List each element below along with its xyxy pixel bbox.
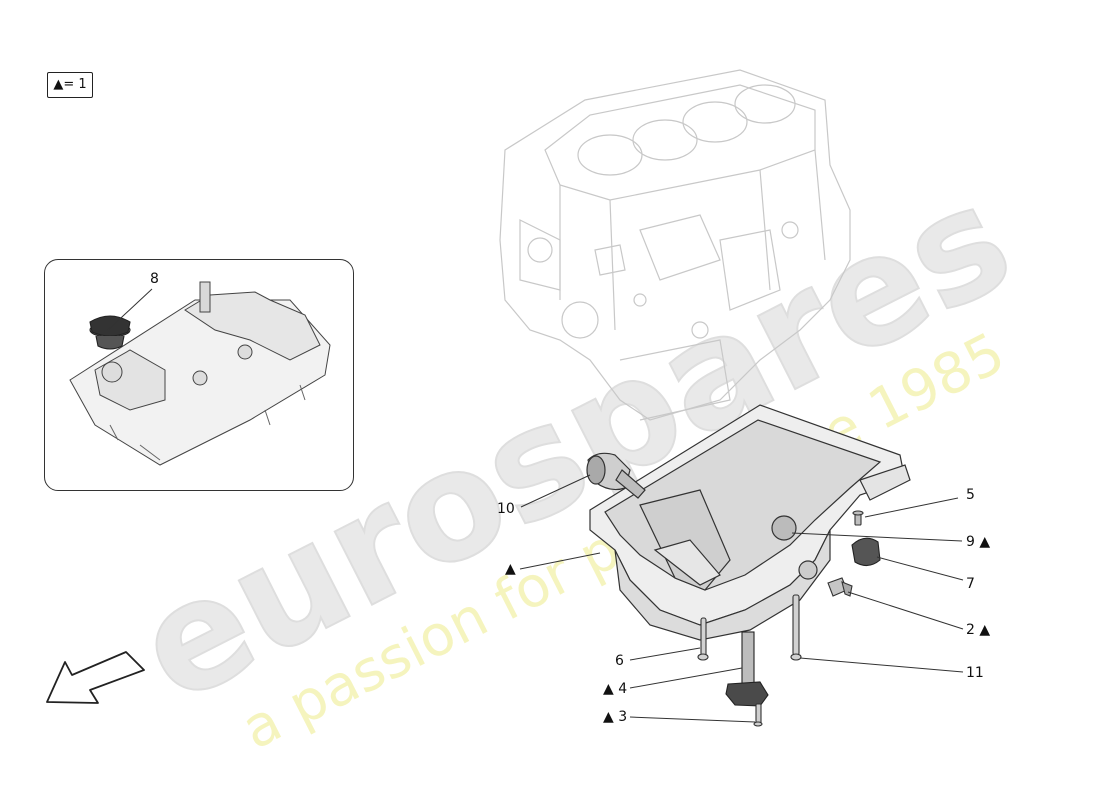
engine-block-outline xyxy=(499,69,851,421)
leader-7 xyxy=(876,556,964,581)
direction-arrow xyxy=(46,651,145,704)
callout-10: 10 xyxy=(497,501,515,517)
part-3 xyxy=(753,703,763,727)
callout-7: 7 xyxy=(966,576,975,592)
callout-8: 8 xyxy=(150,271,159,287)
callout-5: 5 xyxy=(966,487,975,503)
callout-2-number: 2 xyxy=(966,622,975,638)
part-7 xyxy=(851,537,881,567)
leader-3 xyxy=(629,716,756,723)
leader-5 xyxy=(864,497,959,518)
part-10 xyxy=(586,452,646,499)
callout-3-triangle: ▲ xyxy=(603,709,614,725)
callout-2: 2 ▲ xyxy=(966,622,990,638)
callout-4-number: 4 xyxy=(618,681,628,697)
leader-11 xyxy=(799,657,964,673)
leader-6 xyxy=(629,647,701,661)
part-11 xyxy=(790,594,802,661)
part-4 xyxy=(725,631,769,707)
part-6 xyxy=(697,617,709,661)
legend-text: = 1 xyxy=(63,77,87,92)
callout-6: 6 xyxy=(615,653,624,669)
callout-4-triangle: ▲ xyxy=(603,681,614,697)
callout-3-number: 3 xyxy=(618,709,628,725)
callout-9: 9 ▲ xyxy=(966,534,990,550)
callout-3: ▲ 3 xyxy=(603,709,627,725)
callout-triangle-sump: ▲ xyxy=(505,561,516,577)
leader-9 xyxy=(791,532,963,542)
leader-a xyxy=(519,552,601,570)
part-2 xyxy=(827,577,853,597)
leader-2 xyxy=(847,591,964,630)
leader-4 xyxy=(629,667,743,689)
callout-2-triangle: ▲ xyxy=(979,622,991,638)
legend-box: ▲= 1 xyxy=(47,72,93,98)
part-8 xyxy=(89,315,131,350)
legend-triangle: ▲ xyxy=(53,77,64,92)
leader-lines xyxy=(107,288,964,723)
callout-9-number: 9 xyxy=(966,534,975,550)
oil-sump xyxy=(589,404,911,641)
leader-10 xyxy=(520,474,591,508)
callout-9-triangle: ▲ xyxy=(979,534,991,550)
callout-11: 11 xyxy=(966,665,984,681)
callout-4: ▲ 4 xyxy=(603,681,627,697)
leader-8 xyxy=(107,288,153,331)
part-5 xyxy=(852,510,864,526)
cylinder-head-cover xyxy=(69,281,331,466)
inset-frame xyxy=(44,259,354,491)
